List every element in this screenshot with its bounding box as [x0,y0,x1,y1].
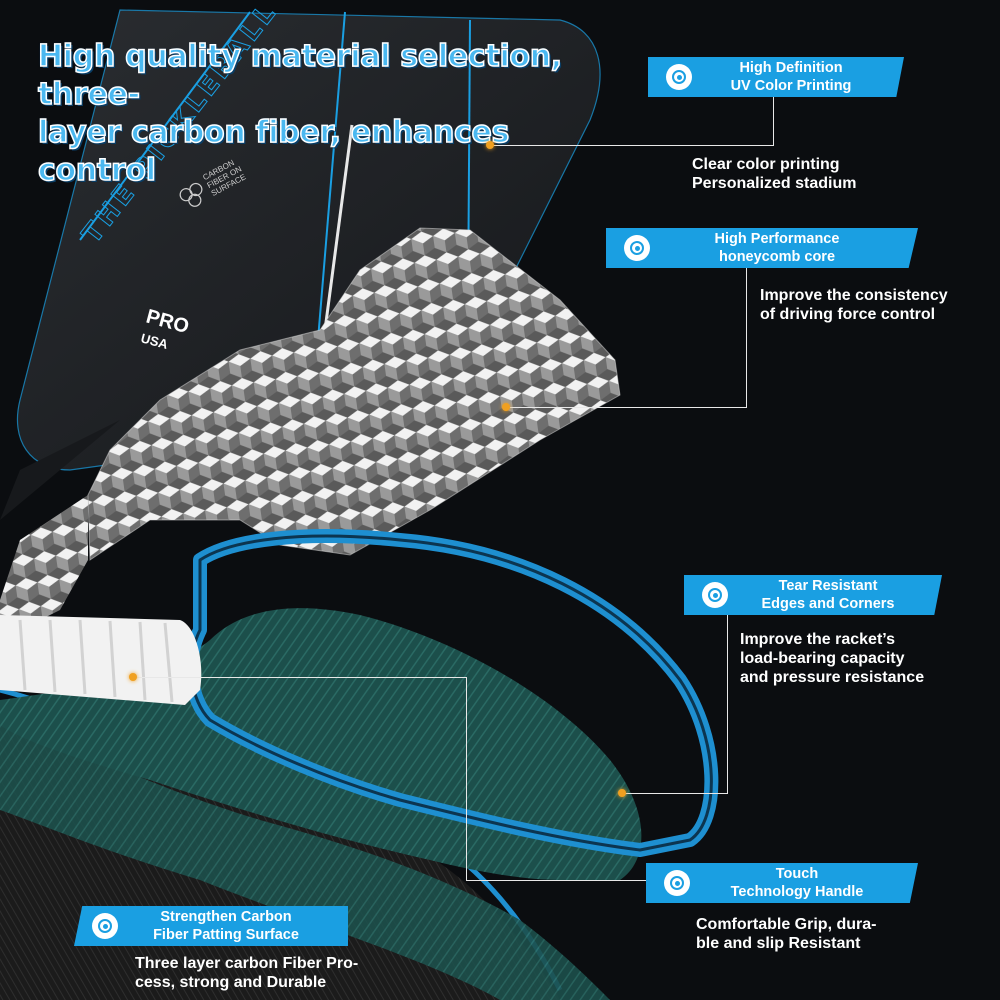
headline: High quality material selection, three- … [37,38,598,190]
target-circle-icon [664,870,690,896]
leader-uv-vertical [773,96,774,146]
target-circle-icon [92,913,118,939]
callout-dot-uv [486,141,494,149]
leader-handle-vertical [466,677,467,880]
leader-edges-vertical [727,614,728,794]
feature-desc-handle: Comfortable Grip, dura-ble and slip Resi… [696,916,877,952]
leader-handle-horizontal1 [133,677,466,678]
leader-honeycomb-horizontal [506,407,747,408]
honeycomb-core-layer [0,227,621,640]
callout-dot-honeycomb [502,403,510,411]
leader-honeycomb-vertical [746,267,747,408]
headline-line2: layer carbon fiber, enhances control [37,114,510,189]
target-circle-icon [666,64,692,90]
target-circle-icon [702,582,728,608]
paddle-usa-mark: USA [139,330,170,352]
headline-line1: High quality material selection, three- [37,38,563,113]
leader-edges-horizontal [622,793,728,794]
callout-dot-edges [618,789,626,797]
leader-handle-horizontal2 [466,880,646,881]
callout-dot-handle [129,673,137,681]
leader-uv-horizontal [490,145,774,146]
feature-desc-carbon-surface: Three layer carbon Fiber Pro-cess, stron… [135,955,359,991]
handle-grip [0,615,202,705]
target-circle-icon [624,235,650,261]
